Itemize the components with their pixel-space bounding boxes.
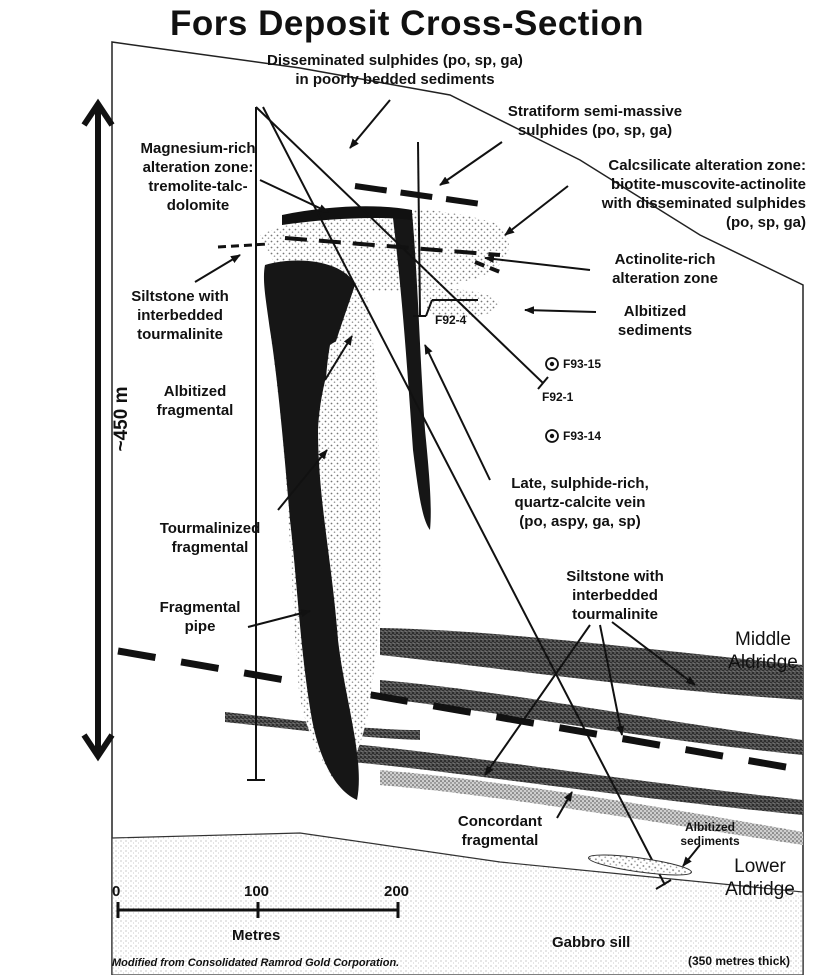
label-albitized-sediments: Albitized sediments bbox=[600, 302, 710, 340]
label-disseminated-sulphides: Disseminated sulphides (po, sp, ga) in p… bbox=[205, 51, 585, 89]
scale-label-0: 0 bbox=[112, 882, 120, 901]
drillhole-f93-14-dot bbox=[550, 434, 554, 438]
drillhole-label-f93-15: F93-15 bbox=[563, 357, 601, 371]
label-concordant-fragmental: Concordant fragmental bbox=[440, 812, 560, 850]
label-albitized-sediments-lower: Albitized sediments bbox=[660, 820, 760, 848]
label-siltstone-upper: Siltstone with interbedded tourmalinite bbox=[110, 287, 250, 344]
drillhole-label-f93-14: F93-14 bbox=[563, 429, 601, 443]
figure-title: Fors Deposit Cross-Section bbox=[0, 4, 814, 44]
label-calcsilicate-zone: Calcsilicate alteration zone: biotite-mu… bbox=[520, 156, 806, 232]
label-actinolite-zone: Actinolite-rich alteration zone bbox=[580, 250, 750, 288]
scale-unit: Metres bbox=[232, 926, 280, 945]
drillhole-label-f92-4: F92-4 bbox=[435, 313, 466, 327]
drillhole-label-f92-1: F92-1 bbox=[542, 390, 573, 404]
label-tourmalinized-fragmental: Tourmalinized fragmental bbox=[145, 519, 275, 557]
label-gabbro-thickness: (350 metres thick) bbox=[688, 954, 790, 968]
label-fragmental-pipe: Fragmental pipe bbox=[145, 598, 255, 636]
drillhole-f93-15-dot bbox=[550, 362, 554, 366]
label-gabbro-sill: Gabbro sill bbox=[552, 933, 630, 952]
scale-label-200: 200 bbox=[384, 882, 409, 901]
label-lower-aldridge: Lower Aldridge bbox=[710, 855, 810, 901]
depth-scale-label: ~450 m bbox=[111, 359, 133, 479]
label-stratiform: Stratiform semi-massive sulphides (po, s… bbox=[470, 102, 720, 140]
label-siltstone-lower: Siltstone with interbedded tourmalinite bbox=[545, 567, 685, 624]
label-albitized-fragmental: Albitized fragmental bbox=[140, 382, 250, 420]
label-magnesium-zone: Magnesium-rich alteration zone: tremolit… bbox=[128, 139, 268, 215]
label-late-vein: Late, sulphide-rich, quartz-calcite vein… bbox=[485, 474, 675, 531]
label-middle-aldridge: Middle Aldridge bbox=[718, 628, 808, 674]
scale-label-100: 100 bbox=[244, 882, 269, 901]
figure-credit: Modified from Consolidated Ramrod Gold C… bbox=[112, 954, 399, 973]
